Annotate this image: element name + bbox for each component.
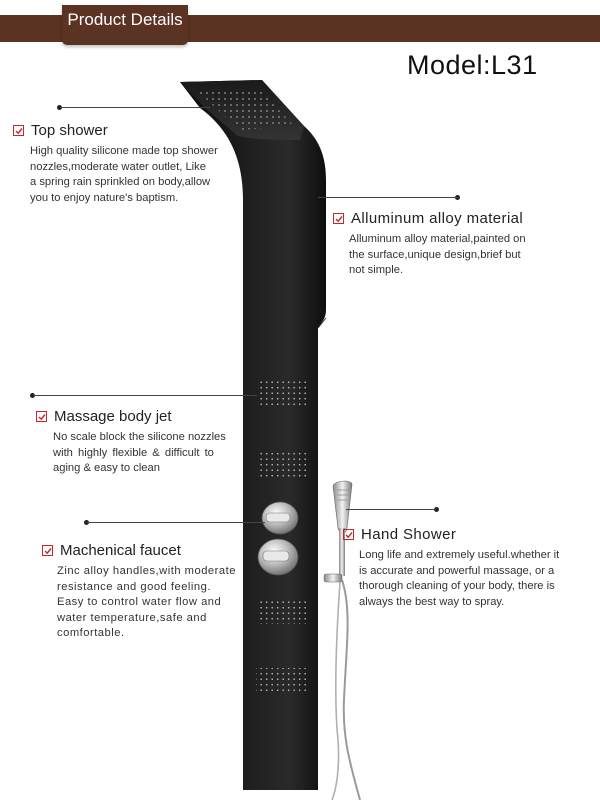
feature-description: Long life and extremely useful.whether i… bbox=[359, 549, 560, 608]
feature-description: Zinc alloy handles,with moderate resista… bbox=[57, 565, 236, 639]
massage-jet-4 bbox=[256, 668, 308, 694]
header-tab bbox=[62, 5, 188, 45]
leader-line-massage bbox=[33, 395, 257, 396]
feature-description: Alluminum alloy material,painted on the … bbox=[349, 233, 526, 276]
faucet-knob-bottom bbox=[257, 538, 299, 576]
top-shower-nozzles bbox=[196, 88, 294, 130]
feature-title: Alluminum alloy material bbox=[351, 210, 524, 227]
feature-description: No scale block the silicone nozzles with… bbox=[53, 431, 226, 474]
leader-dot-hand-shower bbox=[434, 507, 439, 512]
feature-title: Hand Shower bbox=[361, 526, 457, 543]
massage-jet-2 bbox=[258, 452, 310, 478]
leader-dot-massage bbox=[30, 393, 35, 398]
hand-shower bbox=[323, 480, 361, 800]
checkbox-icon bbox=[13, 125, 24, 136]
feature-description: High quality silicone made top shower no… bbox=[30, 145, 218, 204]
leader-line-hand-shower bbox=[346, 509, 436, 510]
model-label: Model:L31 bbox=[407, 50, 538, 80]
leader-line-top-shower bbox=[60, 107, 210, 108]
feature-top-shower: Top shower High quality silicone made to… bbox=[13, 122, 243, 206]
feature-massage-body-jet: Massage body jet No scale block the sili… bbox=[36, 408, 246, 477]
checkbox-icon bbox=[333, 213, 344, 224]
faucet-knob-top bbox=[261, 501, 299, 535]
feature-alloy-material: Alluminum alloy material Alluminum alloy… bbox=[333, 210, 573, 279]
feature-title: Massage body jet bbox=[54, 408, 172, 425]
feature-hand-shower: Hand Shower Long life and extremely usef… bbox=[343, 526, 583, 610]
leader-dot-faucet bbox=[84, 520, 89, 525]
checkbox-icon bbox=[42, 545, 53, 556]
leader-line-faucet bbox=[87, 522, 265, 523]
massage-jet-1 bbox=[258, 380, 310, 406]
checkbox-icon bbox=[343, 529, 354, 540]
header-title: Product Details bbox=[67, 10, 183, 29]
feature-mechanical-faucet: Machenical faucet Zinc alloy handles,wit… bbox=[42, 542, 242, 642]
leader-dot-top-shower bbox=[57, 105, 62, 110]
massage-jet-3 bbox=[258, 598, 310, 624]
feature-title: Machenical faucet bbox=[60, 542, 181, 559]
leader-line-alloy bbox=[318, 197, 458, 198]
checkbox-icon bbox=[36, 411, 47, 422]
feature-title: Top shower bbox=[31, 122, 108, 139]
